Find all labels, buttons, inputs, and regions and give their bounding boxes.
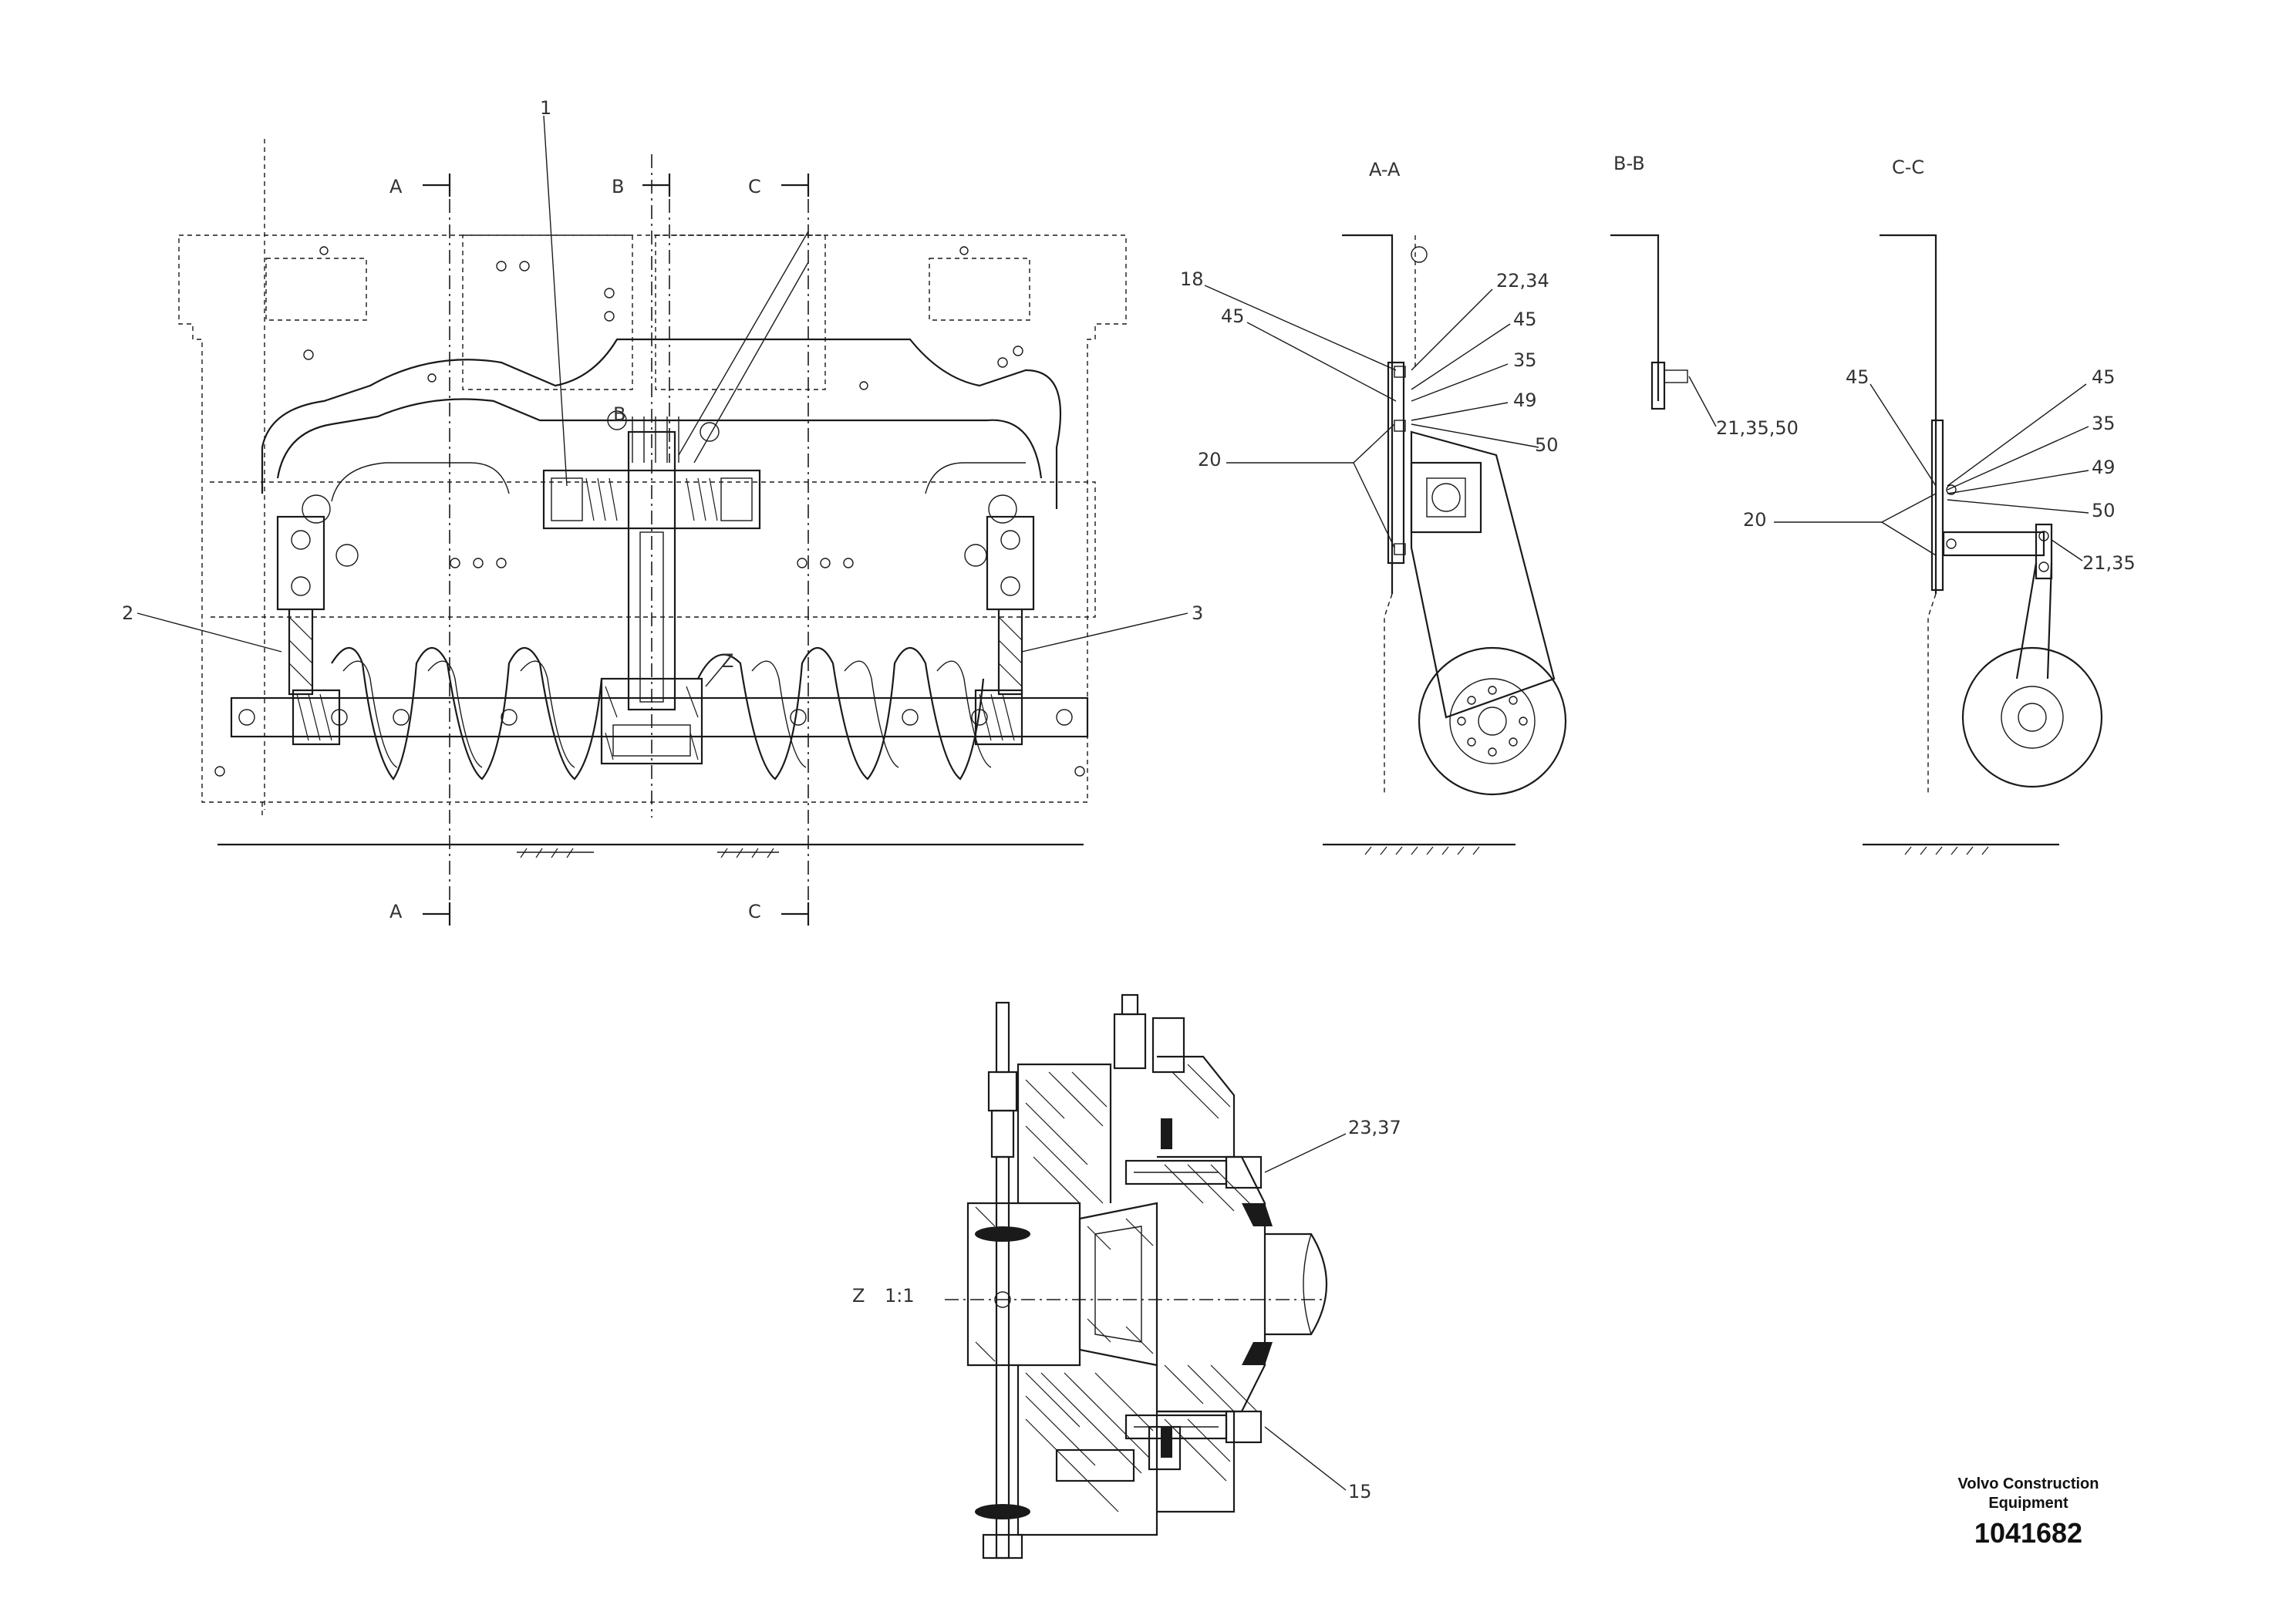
callout-3: 3 — [1192, 602, 1203, 624]
section-marker-a-bottom: A — [389, 901, 403, 922]
left-support — [276, 494, 359, 696]
callout-2: 2 — [122, 602, 133, 624]
callout-45-cc-right: 45 — [2092, 366, 2116, 388]
section-c-c-view: C-C 45 45 — [1743, 157, 2136, 855]
callout-23-37: 23,37 — [1348, 1117, 1401, 1138]
view-title-c-c: C-C — [1892, 157, 1924, 178]
callout-21-35: 21,35 — [2082, 552, 2136, 574]
section-a-a-view: A-A — [1180, 159, 1567, 855]
section-b-b-view: B-B 21,35,50 — [1610, 153, 1799, 439]
section-marker-c-bottom: C — [748, 901, 761, 922]
callout-15: 15 — [1348, 1481, 1372, 1502]
callout-49-aa: 49 — [1513, 389, 1537, 411]
detail-heading-z: Z — [852, 1285, 865, 1307]
screw-upper — [1124, 1155, 1263, 1189]
section-marker-b-inner: B — [613, 403, 625, 425]
part-number: 1041682 — [1974, 1517, 2082, 1549]
callout-20-aa: 20 — [1198, 449, 1222, 470]
callout-detail-z: Z — [721, 650, 733, 672]
section-lines — [423, 174, 810, 926]
brand-line-2: Equipment — [1988, 1495, 2068, 1512]
detail-z-view: Z 1:1 — [852, 993, 1401, 1560]
callout-49-cc: 49 — [2092, 457, 2116, 478]
screw-lower — [1124, 1410, 1263, 1444]
section-marker-a-top: A — [389, 176, 403, 197]
callout-18: 18 — [1180, 268, 1204, 290]
detail-heading-scale: 1:1 — [885, 1285, 915, 1307]
section-marker-c-top: C — [748, 176, 761, 197]
callout-45-cc-left: 45 — [1846, 366, 1870, 388]
view-title-b-b: B-B — [1613, 153, 1645, 174]
view-title-a-a: A-A — [1369, 159, 1401, 180]
section-marker-b-top: B — [612, 176, 624, 197]
callout-50-cc: 50 — [2092, 500, 2116, 521]
callout-1: 1 — [540, 97, 551, 119]
callout-50-aa: 50 — [1535, 434, 1559, 456]
callout-35-aa: 35 — [1513, 349, 1537, 371]
main-front-view: A B C A C B 1 2 3 Z — [122, 97, 1203, 926]
callout-20-cc: 20 — [1743, 509, 1767, 531]
callout-22-34: 22,34 — [1496, 270, 1549, 292]
title-block: Volvo Construction Equipment 1041682 — [1958, 1475, 2099, 1549]
callout-21-35-50: 21,35,50 — [1716, 417, 1799, 439]
right-support — [964, 494, 1035, 696]
callout-45-aa-right: 45 — [1513, 309, 1537, 330]
callout-35-cc: 35 — [2092, 413, 2116, 434]
brand-line-1: Volvo Construction — [1958, 1475, 2099, 1492]
callout-45-aa-left: 45 — [1221, 305, 1245, 327]
